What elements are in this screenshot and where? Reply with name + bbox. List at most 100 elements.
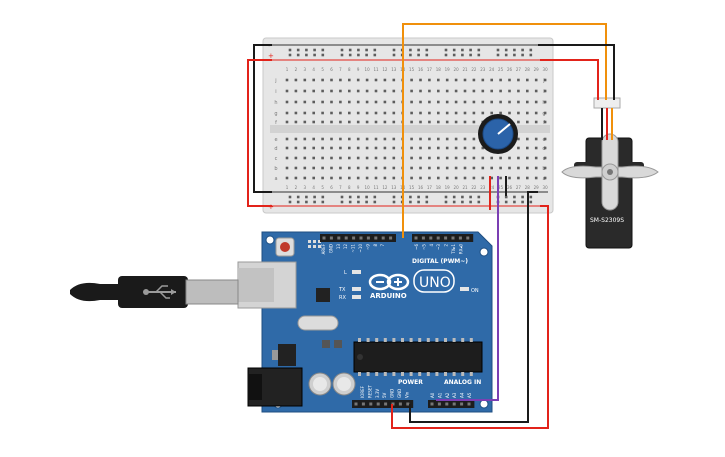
rail-hole[interactable] <box>288 48 292 52</box>
breadboard-hole[interactable] <box>508 176 511 180</box>
breadboard-hole[interactable] <box>437 137 440 141</box>
breadboard-hole[interactable] <box>419 111 422 115</box>
power-pin-header[interactable] <box>352 400 414 408</box>
breadboard-hole[interactable] <box>321 89 324 93</box>
analog-pin-header[interactable] <box>428 400 475 408</box>
breadboard-hole[interactable] <box>499 100 502 104</box>
breadboard-hole[interactable] <box>392 120 396 124</box>
breadboard-hole[interactable] <box>294 120 298 124</box>
breadboard-hole[interactable] <box>285 156 289 160</box>
breadboard-hole[interactable] <box>374 176 378 180</box>
rail-hole[interactable] <box>461 48 464 52</box>
header-pin[interactable] <box>467 402 471 406</box>
breadboard-hole[interactable] <box>330 111 333 115</box>
breadboard-hole[interactable] <box>383 78 387 82</box>
breadboard-hole[interactable] <box>543 146 547 150</box>
breadboard-hole[interactable] <box>285 78 289 82</box>
breadboard-hole[interactable] <box>499 166 502 170</box>
breadboard-hole[interactable] <box>445 176 449 180</box>
breadboard-hole[interactable] <box>383 137 387 141</box>
breadboard-hole[interactable] <box>312 100 315 104</box>
header-pin[interactable] <box>359 236 363 240</box>
rail-hole[interactable] <box>357 200 360 204</box>
breadboard-hole[interactable] <box>428 137 431 141</box>
breadboard-hole[interactable] <box>437 156 440 160</box>
breadboard-hole[interactable] <box>526 166 529 170</box>
rail-hole[interactable] <box>313 200 316 204</box>
header-pin[interactable] <box>460 402 464 406</box>
breadboard-hole[interactable] <box>392 156 396 160</box>
breadboard-hole[interactable] <box>321 120 324 124</box>
breadboard-hole[interactable] <box>410 176 413 180</box>
breadboard-hole[interactable] <box>419 146 422 150</box>
breadboard-hole[interactable] <box>285 89 289 93</box>
breadboard-hole[interactable] <box>437 111 440 115</box>
breadboard-hole[interactable] <box>392 100 396 104</box>
breadboard-hole[interactable] <box>365 120 369 124</box>
breadboard-hole[interactable] <box>356 89 360 93</box>
breadboard-hole[interactable] <box>383 89 387 93</box>
header-pin[interactable] <box>337 236 341 240</box>
breadboard-hole[interactable] <box>508 89 511 93</box>
arduino-uno-board[interactable]: L TX RX ON ARDUINO UNO DIGITAL (PWM~) AR… <box>237 231 493 413</box>
rail-hole[interactable] <box>348 53 352 57</box>
rail-hole[interactable] <box>521 195 524 199</box>
breadboard-hole[interactable] <box>508 111 511 115</box>
breadboard-hole[interactable] <box>472 89 476 93</box>
header-pin[interactable] <box>374 236 378 240</box>
breadboard-hole[interactable] <box>499 156 502 160</box>
breadboard-hole[interactable] <box>303 137 307 141</box>
breadboard-hole[interactable] <box>374 156 378 160</box>
breadboard-hole[interactable] <box>285 100 289 104</box>
rail-hole[interactable] <box>477 48 481 52</box>
breadboard-hole[interactable] <box>517 120 520 124</box>
rail-hole[interactable] <box>469 200 472 204</box>
breadboard-hole[interactable] <box>312 89 315 93</box>
breadboard-hole[interactable] <box>543 156 547 160</box>
breadboard-hole[interactable] <box>312 146 315 150</box>
breadboard-hole[interactable] <box>303 146 307 150</box>
rail-hole[interactable] <box>452 195 456 199</box>
breadboard-hole[interactable] <box>499 111 502 115</box>
rail-hole[interactable] <box>461 200 464 204</box>
rail-hole[interactable] <box>357 48 360 52</box>
breadboard-hole[interactable] <box>543 137 547 141</box>
breadboard-hole[interactable] <box>481 176 485 180</box>
breadboard-hole[interactable] <box>517 89 520 93</box>
breadboard-hole[interactable] <box>543 111 547 115</box>
breadboard-hole[interactable] <box>356 78 360 82</box>
breadboard-hole[interactable] <box>339 146 342 150</box>
breadboard-hole[interactable] <box>534 89 538 93</box>
rail-hole[interactable] <box>461 195 464 199</box>
header-pin[interactable] <box>429 236 433 240</box>
breadboard-hole[interactable] <box>312 156 315 160</box>
breadboard-hole[interactable] <box>383 111 387 115</box>
breadboard-hole[interactable] <box>383 146 387 150</box>
breadboard-hole[interactable] <box>437 78 440 82</box>
breadboard-hole[interactable] <box>312 120 315 124</box>
breadboard-hole[interactable] <box>374 100 378 104</box>
breadboard-hole[interactable] <box>294 89 298 93</box>
breadboard-hole[interactable] <box>330 120 333 124</box>
rail-hole[interactable] <box>452 48 456 52</box>
breadboard-hole[interactable] <box>437 120 440 124</box>
rail-hole[interactable] <box>417 53 420 57</box>
header-pin[interactable] <box>329 236 333 240</box>
header-pin[interactable] <box>452 402 456 406</box>
breadboard-hole[interactable] <box>365 176 369 180</box>
breadboard-hole[interactable] <box>445 100 449 104</box>
breadboard-hole[interactable] <box>374 111 378 115</box>
rail-hole[interactable] <box>417 48 420 52</box>
breadboard-hole[interactable] <box>419 176 422 180</box>
rail-hole[interactable] <box>288 200 292 204</box>
rail-hole[interactable] <box>305 53 308 57</box>
breadboard-hole[interactable] <box>410 137 413 141</box>
breadboard-hole[interactable] <box>445 146 449 150</box>
breadboard-hole[interactable] <box>365 146 369 150</box>
breadboard-hole[interactable] <box>543 176 547 180</box>
breadboard-hole[interactable] <box>463 111 467 115</box>
breadboard-hole[interactable] <box>463 156 467 160</box>
breadboard-hole[interactable] <box>526 156 529 160</box>
breadboard-hole[interactable] <box>356 111 360 115</box>
breadboard-hole[interactable] <box>410 89 413 93</box>
